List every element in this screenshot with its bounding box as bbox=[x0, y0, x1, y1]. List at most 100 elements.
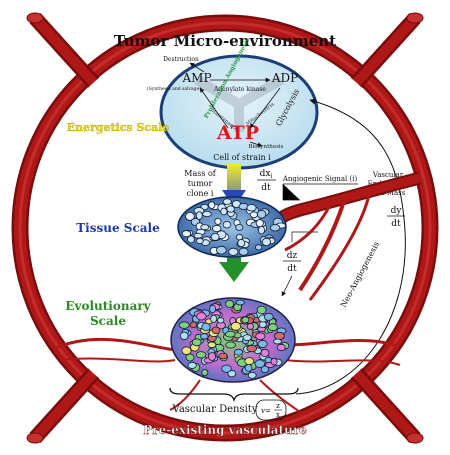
tumor-clone-cell bbox=[276, 343, 286, 352]
tissue-cell bbox=[261, 237, 271, 246]
tumor-clone-cell bbox=[195, 351, 207, 359]
tissue-cell bbox=[187, 235, 195, 244]
adp-label: ADP bbox=[271, 71, 298, 85]
tumor-clone-cell bbox=[187, 361, 197, 369]
tissue-cell bbox=[216, 245, 227, 255]
tissue-cell bbox=[193, 232, 203, 239]
tissue-cell bbox=[200, 224, 210, 231]
tumor-clone-cell bbox=[246, 344, 258, 353]
tumor-clone-cell bbox=[201, 368, 209, 376]
tumor-clone-cell bbox=[185, 353, 195, 362]
tumor-clone-cell bbox=[270, 357, 278, 366]
tumor-clone-cell bbox=[241, 316, 250, 324]
tumor-clone-cell bbox=[178, 321, 190, 329]
tumor-clone-cell bbox=[255, 332, 266, 340]
tumor-clone-cell bbox=[244, 357, 255, 366]
evolutionary-scale-label-2: Scale bbox=[90, 314, 126, 328]
tissue-cell bbox=[255, 219, 264, 228]
tumor-clone-cell bbox=[209, 304, 217, 314]
tumor-clone-cell bbox=[230, 321, 242, 331]
tumor-clone-cell bbox=[218, 352, 228, 360]
dz-numerator: dz bbox=[287, 251, 298, 261]
tumor-clone-cell bbox=[189, 321, 198, 328]
tumor-clone-cell bbox=[267, 323, 278, 332]
vascular-density-text: Vascular Density bbox=[172, 404, 258, 415]
biosynthesis-label: Biosynthesis bbox=[249, 144, 284, 150]
tissue-cell bbox=[202, 210, 212, 217]
tumor-clone-cell bbox=[227, 369, 237, 378]
evolutionary-tumor-mass bbox=[54, 297, 401, 413]
dy-numerator: dy bbox=[391, 206, 403, 216]
tissue-cell bbox=[220, 207, 228, 216]
vascular-label-line-1: Vascular bbox=[372, 171, 404, 179]
tissue-cell bbox=[226, 205, 235, 213]
tumor-clone-cell bbox=[247, 371, 257, 379]
formula-v: v= bbox=[260, 407, 271, 415]
tumor-clone-cell bbox=[260, 365, 269, 374]
tumor-clone-cell bbox=[273, 338, 282, 345]
tumor-clone-cell bbox=[179, 331, 189, 341]
tissue-cell bbox=[185, 211, 195, 221]
vascular-density-label: Vascular Density v= z x bbox=[172, 399, 287, 421]
tumor-clone-cell bbox=[233, 348, 243, 356]
tumor-clone-cell bbox=[242, 334, 252, 342]
tissue-cell bbox=[254, 244, 263, 251]
cell-strain-label: Cell of strain i bbox=[213, 153, 271, 162]
tumor-clone-cell bbox=[217, 317, 225, 324]
tumor-clone-cell bbox=[257, 339, 268, 349]
tissue-cell bbox=[235, 223, 244, 231]
tissue-cell bbox=[269, 224, 281, 232]
tissue-cell bbox=[246, 204, 257, 212]
dx-denominator: dt bbox=[261, 183, 271, 193]
tumor-clone-cell bbox=[207, 341, 217, 349]
density-brace bbox=[169, 387, 299, 403]
tissue-scale-label: Tissue Scale bbox=[76, 221, 160, 235]
tumor-clone-cell bbox=[256, 305, 267, 315]
tissue-cell bbox=[249, 211, 258, 219]
tumor-clone-cell bbox=[246, 322, 254, 330]
tissue-cell bbox=[257, 225, 265, 235]
angiogenic-vessel-branch bbox=[274, 171, 422, 301]
frame-bottom-label: Pre-existing vasculature bbox=[143, 423, 307, 437]
synthesis-label: (Synthesis and salvage) bbox=[147, 85, 201, 92]
tissue-cell bbox=[256, 210, 267, 219]
tumor-clone-cell bbox=[207, 352, 216, 361]
tissue-cell bbox=[195, 211, 203, 220]
formula-x: x bbox=[276, 411, 280, 419]
vessel-ring bbox=[11, 14, 439, 442]
atp-label: ATP bbox=[216, 122, 259, 144]
mass-label-line-3: clone i bbox=[187, 189, 214, 198]
evolutionary-scale-label-1: Evolutionary bbox=[65, 299, 151, 313]
tumor-clone-cell bbox=[211, 326, 221, 334]
tumor-clone-cell bbox=[254, 359, 266, 368]
amp-label: AMP bbox=[181, 71, 211, 85]
tumor-clone-cell bbox=[221, 364, 232, 373]
dz-denominator: dt bbox=[287, 264, 297, 274]
energetics-scale-label: Energetics Scale bbox=[67, 121, 170, 134]
formula-z: z bbox=[276, 402, 280, 410]
tumor-clone-cell bbox=[181, 346, 192, 356]
tissue-cell bbox=[212, 224, 222, 233]
tumor-clone-cell bbox=[201, 322, 211, 332]
mass-label-line-2: tumor bbox=[188, 179, 213, 188]
tissue-cell bbox=[208, 201, 216, 209]
adenylate-kinase-label: Adenylate kinase bbox=[213, 86, 266, 93]
tumor-clone-cell bbox=[273, 331, 285, 341]
destruction-label: Destruction bbox=[163, 56, 199, 63]
mass-label-line-1: Mass of bbox=[184, 169, 217, 178]
tissue-cell bbox=[238, 247, 249, 256]
tissue-cell bbox=[237, 238, 246, 248]
tumor-clone-cell bbox=[260, 348, 270, 357]
tumor-clone-cell bbox=[263, 312, 274, 321]
dx-numerator: dxi bbox=[260, 169, 273, 180]
tumor-clone-cell bbox=[244, 363, 253, 372]
tissue-cell bbox=[214, 217, 222, 225]
tissue-cell bbox=[181, 230, 192, 238]
tumor-clone-cell bbox=[235, 299, 245, 306]
mass-label: Mass of tumor clone i bbox=[184, 169, 217, 198]
dy-dt-fraction: dy dt bbox=[387, 206, 405, 229]
tumor-clone-cell bbox=[200, 333, 209, 340]
tumor-clone-cell bbox=[191, 338, 202, 347]
dx-dt-fraction: dxi dt bbox=[257, 169, 276, 193]
